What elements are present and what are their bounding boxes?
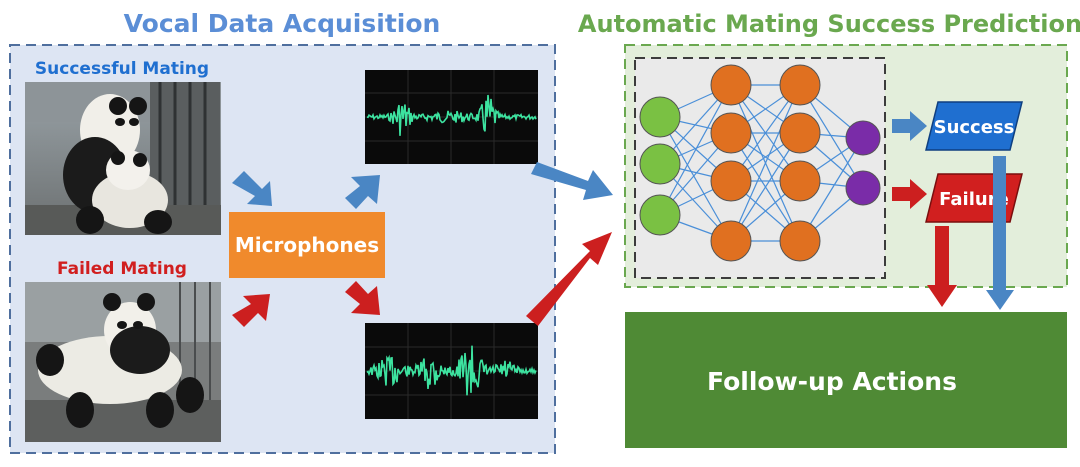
network-node (710, 112, 752, 154)
arrow-failure-to-follow-up (927, 226, 957, 307)
arrow-mic-to-bottom-waveform (345, 281, 380, 315)
follow-up-box (625, 312, 1067, 448)
arrow-bottom-to-mic (232, 294, 270, 327)
arrow-top-waveform-to-network (531, 162, 613, 200)
arrow-mic-to-top-waveform (345, 175, 380, 209)
panda-photo-successful (25, 82, 221, 235)
waveform-bottom (365, 323, 538, 419)
arrow-output-to-failure (892, 179, 927, 209)
arrow-top-to-mic (232, 171, 272, 206)
network-node (779, 220, 821, 262)
network-node (639, 96, 681, 138)
network-nodes (639, 64, 881, 262)
network-node (845, 170, 881, 206)
follow-up-label: Follow-up Actions (707, 367, 957, 396)
network-edge (659, 84, 732, 216)
network-node (779, 112, 821, 154)
network-node (845, 120, 881, 156)
success-box (925, 101, 1023, 151)
network-edge (730, 84, 801, 242)
success-label: Success (934, 117, 1015, 138)
network-node (710, 64, 752, 106)
network-node (710, 160, 752, 202)
arrow-output-to-success (892, 111, 927, 141)
network-edge (730, 132, 801, 242)
arrow-bottom-waveform-to-network (526, 232, 612, 326)
network-node (639, 143, 681, 185)
title-mating-prediction: Automatic Mating Success Prediction (578, 10, 1080, 38)
failure-label: Failure (939, 189, 1009, 210)
label-successful-mating: Successful Mating (35, 59, 209, 79)
waveform-top (365, 70, 538, 164)
network-node (779, 160, 821, 202)
title-vocal-acquisition: Vocal Data Acquisition (124, 9, 441, 38)
network-node (779, 64, 821, 106)
microphones-label: Microphones (235, 233, 379, 257)
network-edge (659, 116, 732, 242)
network-node (639, 194, 681, 236)
label-failed-mating: Failed Mating (57, 259, 187, 279)
panda-photo-failed (25, 282, 221, 442)
arrow-success-to-follow-up (986, 156, 1014, 310)
network-node (710, 220, 752, 262)
microphones-box (229, 212, 385, 278)
